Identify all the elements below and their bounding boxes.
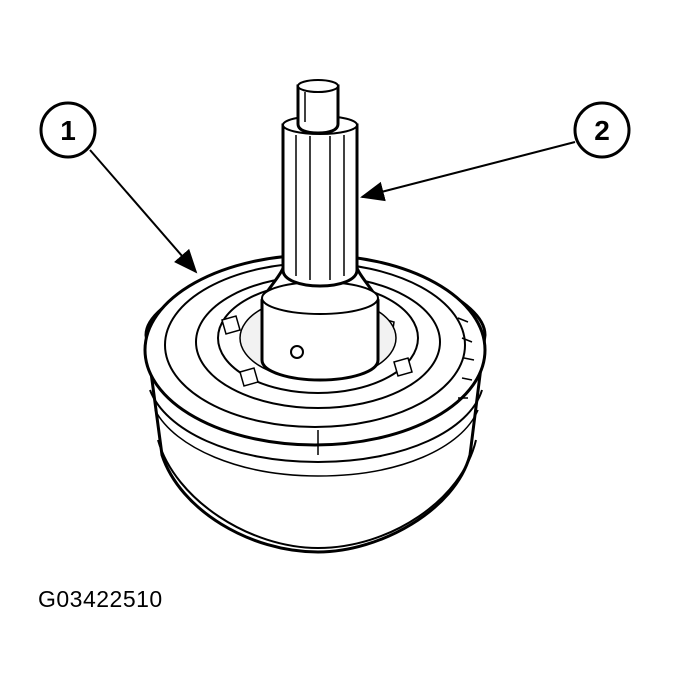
callout-1: 1 xyxy=(39,101,198,274)
callout-1-label: 1 xyxy=(60,115,76,146)
callout-2-arrow xyxy=(360,141,576,202)
callout-2-label: 2 xyxy=(594,115,610,146)
shaft xyxy=(260,79,380,382)
callout-1-arrow xyxy=(89,149,198,274)
callout-2: 2 xyxy=(360,101,631,202)
figure-id: G03422510 xyxy=(38,586,163,612)
callout-1-circle xyxy=(39,101,97,159)
callout-2-circle xyxy=(573,101,631,159)
